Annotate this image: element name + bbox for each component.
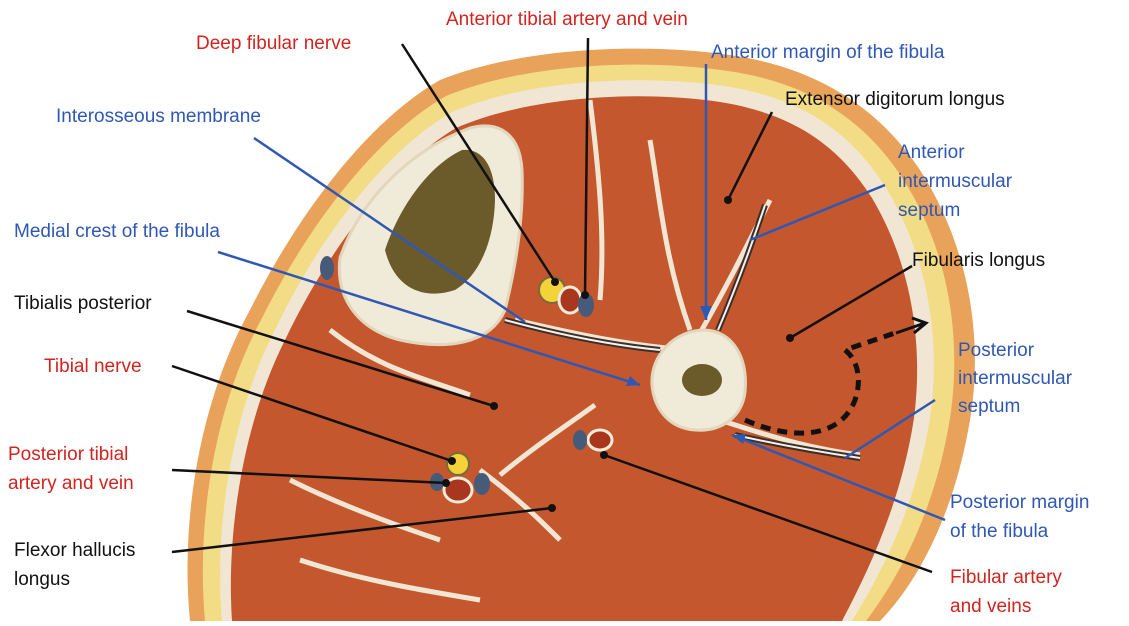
fibular-artery-shape: [588, 430, 612, 450]
label-anterior-intermuscular-septum: Anterior intermuscular septum: [898, 138, 1012, 225]
label-tibial-nerve: Tibial nerve: [44, 355, 142, 379]
label-flexor-hallucis-longus: Flexor hallucis longus: [14, 536, 135, 594]
label-fibular-artery-veins: Fibular artery and veins: [950, 563, 1062, 621]
label-posterior-tibial-artery-vein: Posterior tibial artery and vein: [8, 440, 134, 498]
label-anterior-margin-fibula: Anterior margin of the fibula: [711, 41, 944, 65]
fibula-marrow: [682, 364, 722, 396]
fibular-vein-shape: [573, 430, 587, 450]
anterior-tibial-artery-shape: [559, 287, 581, 313]
posterior-tibial-vein-shape: [474, 473, 490, 495]
label-posterior-intermuscular-septum: Posterior intermuscular septum: [958, 337, 1072, 421]
label-fibularis-longus: Fibularis longus: [912, 249, 1045, 273]
label-medial-crest-fibula: Medial crest of the fibula: [14, 220, 220, 244]
label-interosseous-membrane: Interosseous membrane: [56, 105, 261, 129]
label-anterior-tibial-artery-vein: Anterior tibial artery and vein: [446, 8, 688, 32]
label-posterior-margin-fibula: Posterior margin of the fibula: [950, 488, 1089, 546]
label-deep-fibular-nerve: Deep fibular nerve: [196, 32, 351, 56]
label-extensor-digitorum-longus: Extensor digitorum longus: [785, 88, 1005, 112]
muscle-mass: [231, 96, 917, 621]
label-tibialis-posterior: Tibialis posterior: [14, 292, 152, 316]
